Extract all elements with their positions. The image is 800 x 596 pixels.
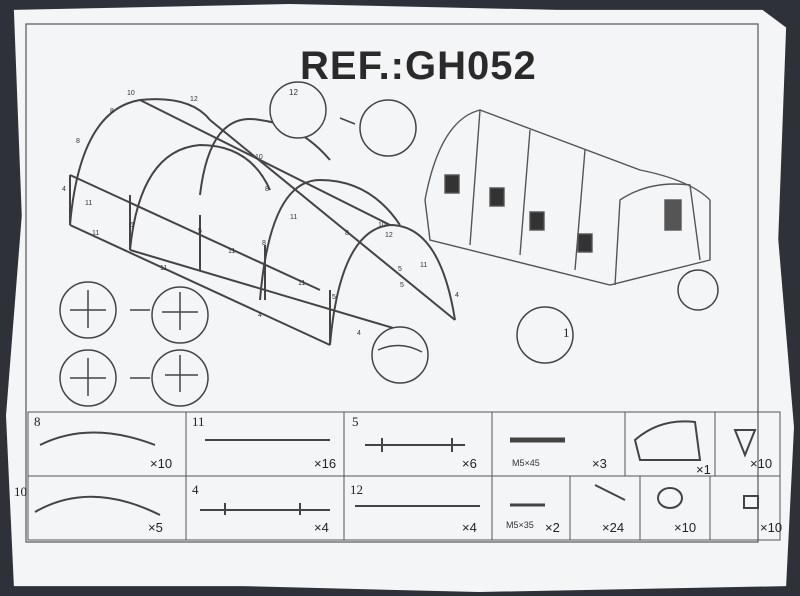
part-qty: ×4 — [314, 520, 329, 535]
frame-label: 5 — [332, 294, 336, 301]
part-qty: ×10 — [674, 520, 697, 535]
greenhouse-drawing — [424, 109, 711, 286]
part-qty: ×10 — [750, 456, 773, 471]
frame-label: 11 — [160, 265, 168, 272]
step-number: 1 — [563, 325, 570, 340]
part-qty: ×2 — [545, 520, 560, 535]
part-qty: ×4 — [462, 520, 477, 535]
frame-label: 5 — [400, 282, 404, 289]
part-spec: M5×45 — [512, 458, 540, 468]
frame-label: 12 — [190, 96, 198, 103]
part-qty: ×6 — [462, 456, 477, 471]
frame-label: 10 — [378, 222, 386, 229]
frame-label: 4 — [258, 312, 262, 319]
detail-callouts — [59, 81, 719, 407]
part-id: 12 — [350, 482, 363, 497]
frame-label: 4 — [357, 330, 361, 337]
part-qty: ×10 — [150, 456, 173, 471]
part-qty: ×1 — [696, 462, 711, 477]
part-qty: ×5 — [148, 520, 163, 535]
frame-label: 11 — [290, 214, 298, 221]
part-id: 10 — [14, 484, 27, 499]
frame-label: 11 — [92, 230, 100, 237]
frame-label: 4 — [455, 292, 459, 299]
frame-label: 8 — [345, 230, 349, 237]
frame-label: 11 — [298, 280, 306, 287]
frame-label: 5 — [398, 266, 402, 273]
part-qty: ×10 — [760, 520, 783, 535]
frame-label: 8 — [110, 108, 114, 115]
frame-label: 11 — [228, 248, 236, 255]
frame-label: 10 — [255, 154, 263, 161]
parts-table — [27, 411, 781, 541]
frame-label: 5 — [198, 228, 202, 235]
part-id: 11 — [192, 414, 205, 429]
part-qty: ×16 — [314, 456, 337, 471]
part-id: 5 — [352, 414, 359, 429]
frame-label: 8 — [265, 186, 269, 193]
frame-label: 8 — [262, 240, 266, 247]
frame-drawing — [69, 98, 456, 346]
frame-label: 12 — [385, 232, 393, 239]
frame-label: 5 — [130, 222, 134, 229]
sheet-border — [25, 23, 759, 543]
part-spec: M5×35 — [506, 520, 534, 530]
part-id: 4 — [192, 482, 199, 497]
frame-label: 4 — [62, 186, 66, 193]
detail-label: 12 — [289, 88, 298, 97]
frame-label: 10 — [127, 90, 135, 97]
frame-label: 8 — [76, 138, 80, 145]
part-qty: ×24 — [602, 520, 625, 535]
part-id: 8 — [34, 414, 41, 429]
part-qty: ×3 — [592, 456, 607, 471]
part-drawings — [34, 420, 759, 516]
frame-label: 11 — [85, 200, 93, 207]
frame-label: 11 — [420, 262, 428, 269]
document-title: REF.:GH052 — [300, 44, 537, 88]
